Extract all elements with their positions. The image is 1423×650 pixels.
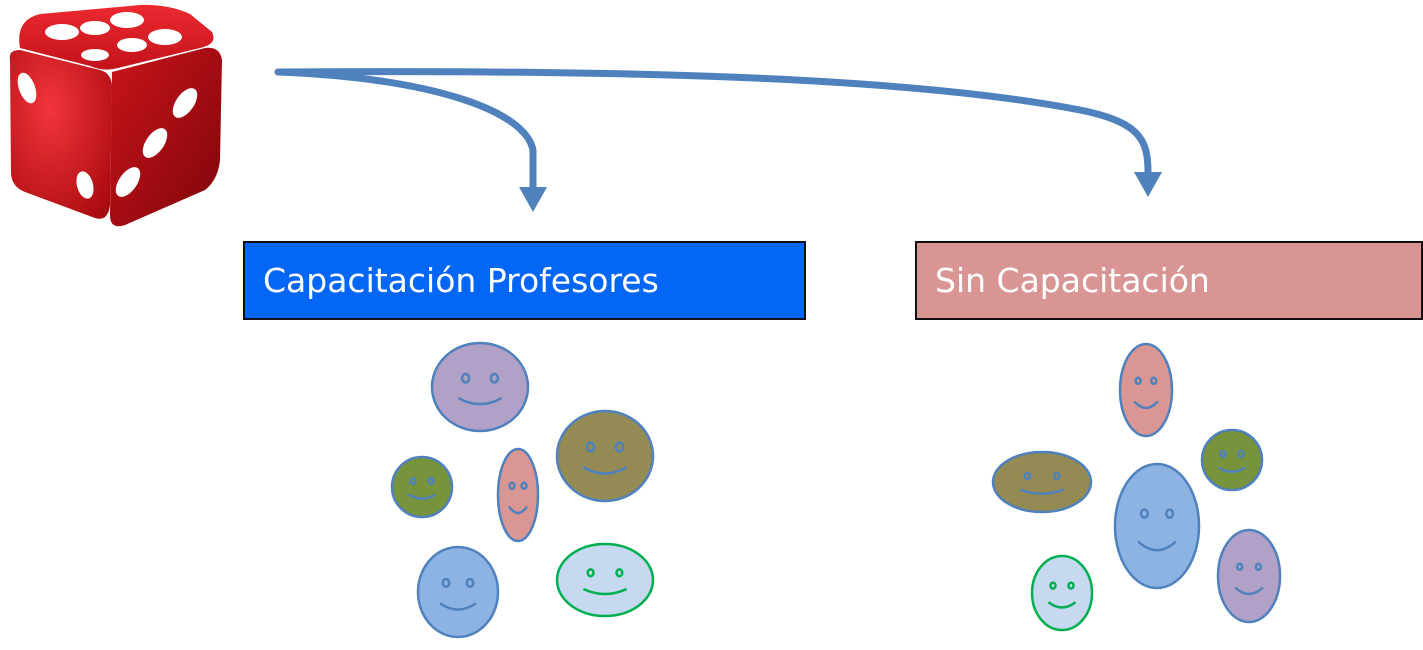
group-label-trained: Capacitación Profesores xyxy=(243,241,806,320)
smiley-face-icon xyxy=(555,542,655,618)
group-label-untrained: Sin Capacitación xyxy=(915,241,1423,320)
die-pips xyxy=(17,12,198,199)
smiley-face-icon xyxy=(496,447,540,543)
smiley-face-icon xyxy=(1216,528,1282,624)
arrow-to-right-group xyxy=(274,68,1152,176)
arrow-head-right xyxy=(1134,172,1162,197)
smiley-face-icon xyxy=(1200,428,1264,492)
group-label-text: Capacitación Profesores xyxy=(263,261,659,300)
smiley-face-icon xyxy=(555,409,655,503)
arrows xyxy=(274,68,1162,212)
smiley-face-icon xyxy=(1118,342,1174,438)
smiley-face-icon xyxy=(430,341,530,433)
arrow-head-left xyxy=(519,187,547,212)
smiley-face-icon xyxy=(416,545,500,639)
smiley-face-icon xyxy=(1030,554,1094,632)
face-group-untrained xyxy=(991,342,1282,632)
smiley-face-icon xyxy=(390,455,454,519)
red-dice-icon xyxy=(9,4,222,227)
smiley-face-icon xyxy=(1113,462,1201,590)
group-label-text: Sin Capacitación xyxy=(935,261,1210,300)
face-group-trained xyxy=(390,341,655,639)
die-top-face xyxy=(19,4,214,70)
smiley-face-icon xyxy=(991,450,1093,514)
arrow-to-left-group xyxy=(274,68,537,194)
